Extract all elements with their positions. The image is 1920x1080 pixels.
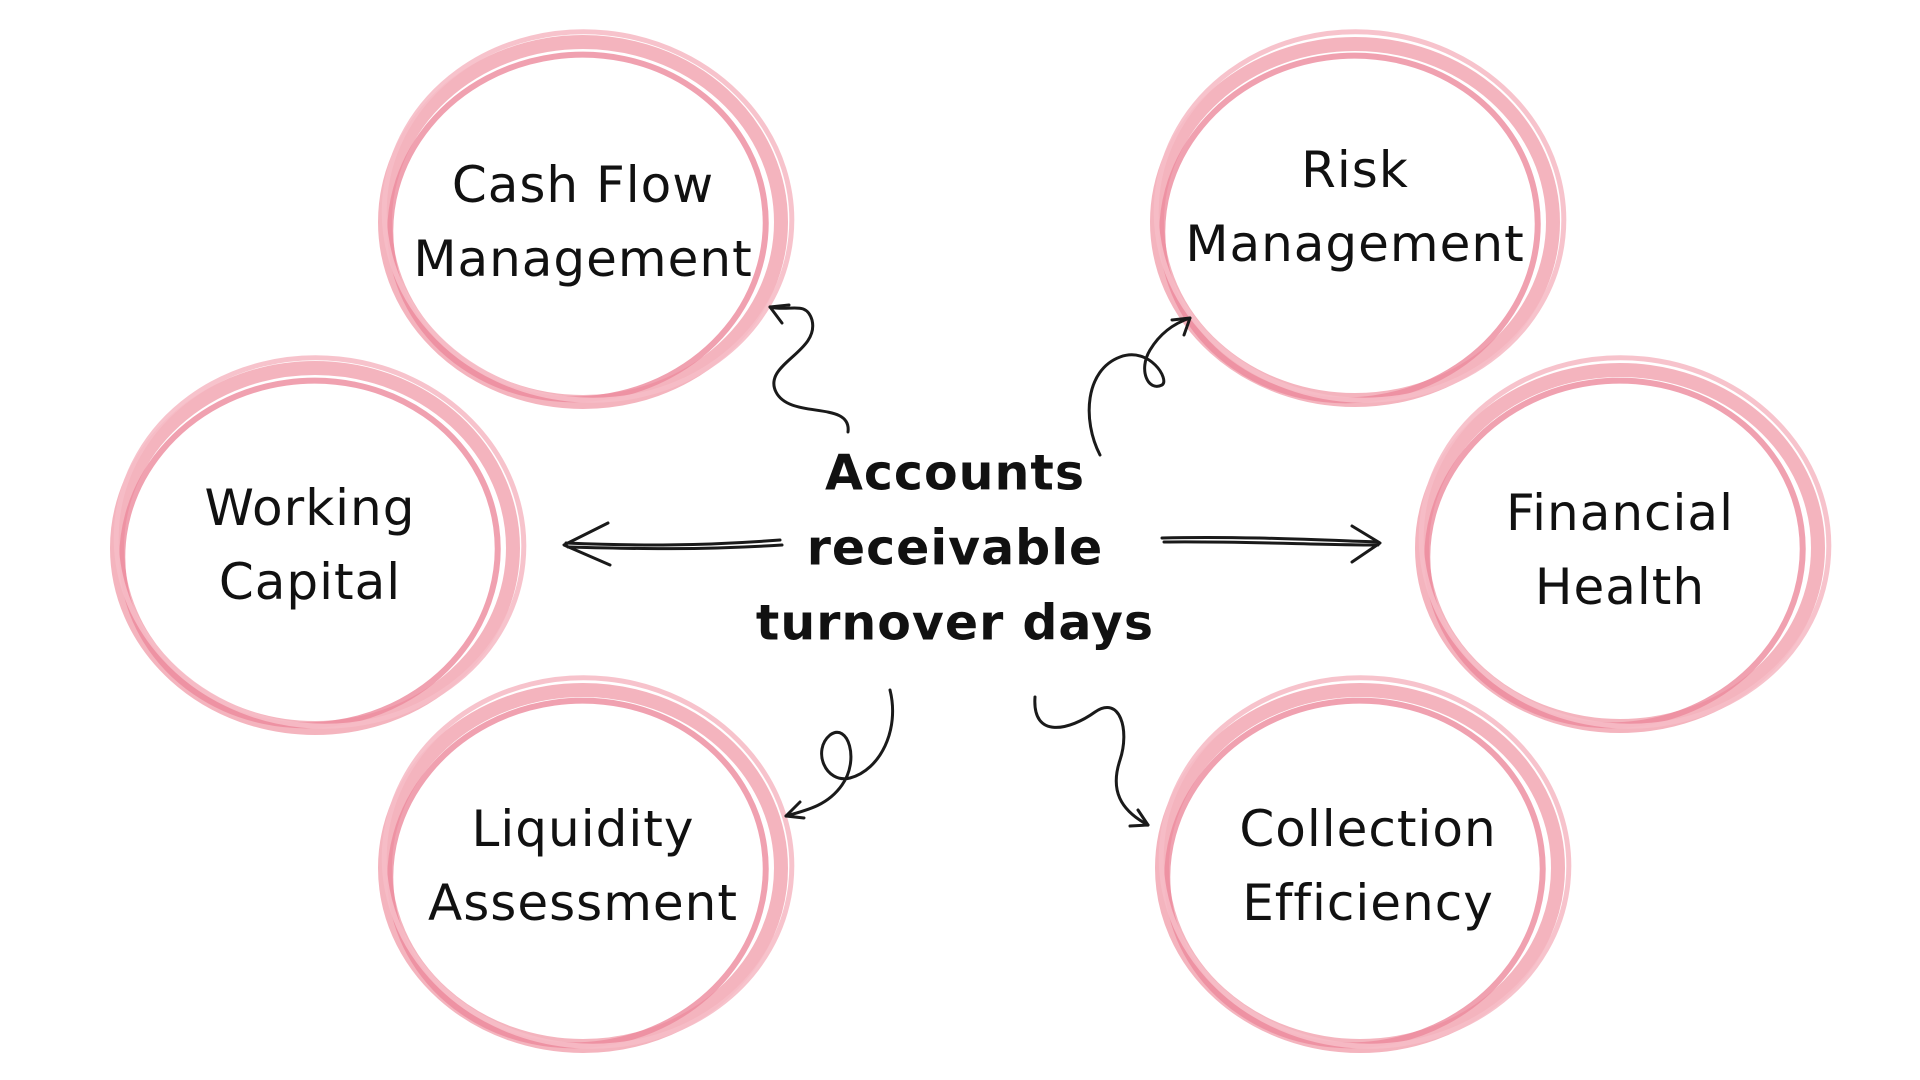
ring-liquidity (378, 675, 795, 1053)
node-label-line: Cash Flow (451, 156, 715, 214)
node-risk-management: Risk Management (1155, 133, 1555, 281)
node-label-line: Management (413, 230, 753, 288)
node-financial-health: Financial Health (1420, 476, 1820, 624)
node-label-line: Liquidity (471, 800, 695, 858)
center-topic-line-2: receivable (806, 519, 1104, 577)
node-label-line: Management (1185, 215, 1525, 273)
node-label-line: Health (1534, 558, 1706, 616)
arrow-to-risk (1087, 316, 1192, 457)
node-label-line: Assessment (428, 874, 738, 932)
node-cash-flow-management: Cash Flow Management (383, 148, 783, 296)
node-label-line: Efficiency (1242, 874, 1494, 932)
node-label-line: Risk (1301, 141, 1409, 199)
node-working-capital: Working Capital (110, 471, 510, 619)
node-label-line: Collection (1239, 800, 1497, 858)
center-topic-line-3: turnover days (755, 594, 1155, 652)
arrow-to-financial-health (1160, 524, 1382, 564)
node-label-line: Working (204, 479, 416, 537)
node-label-line: Financial (1506, 484, 1734, 542)
ring-cash-flow (378, 29, 795, 409)
arrow-to-collection (1033, 695, 1150, 828)
arrow-to-working-capital (562, 521, 784, 567)
arrow-to-cash-flow (768, 303, 850, 434)
center-topic: Accounts receivable turnover days (725, 436, 1185, 661)
node-label-line: Capital (218, 553, 402, 611)
arrow-to-liquidity (784, 688, 895, 820)
center-topic-line-1: Accounts (824, 444, 1086, 502)
node-liquidity-assessment: Liquidity Assessment (383, 792, 783, 940)
ring-financial-health (1415, 355, 1832, 733)
node-collection-efficiency: Collection Efficiency (1168, 792, 1568, 940)
ring-risk (1150, 29, 1567, 407)
ring-collection (1155, 675, 1572, 1053)
ring-working-capital (110, 355, 527, 735)
